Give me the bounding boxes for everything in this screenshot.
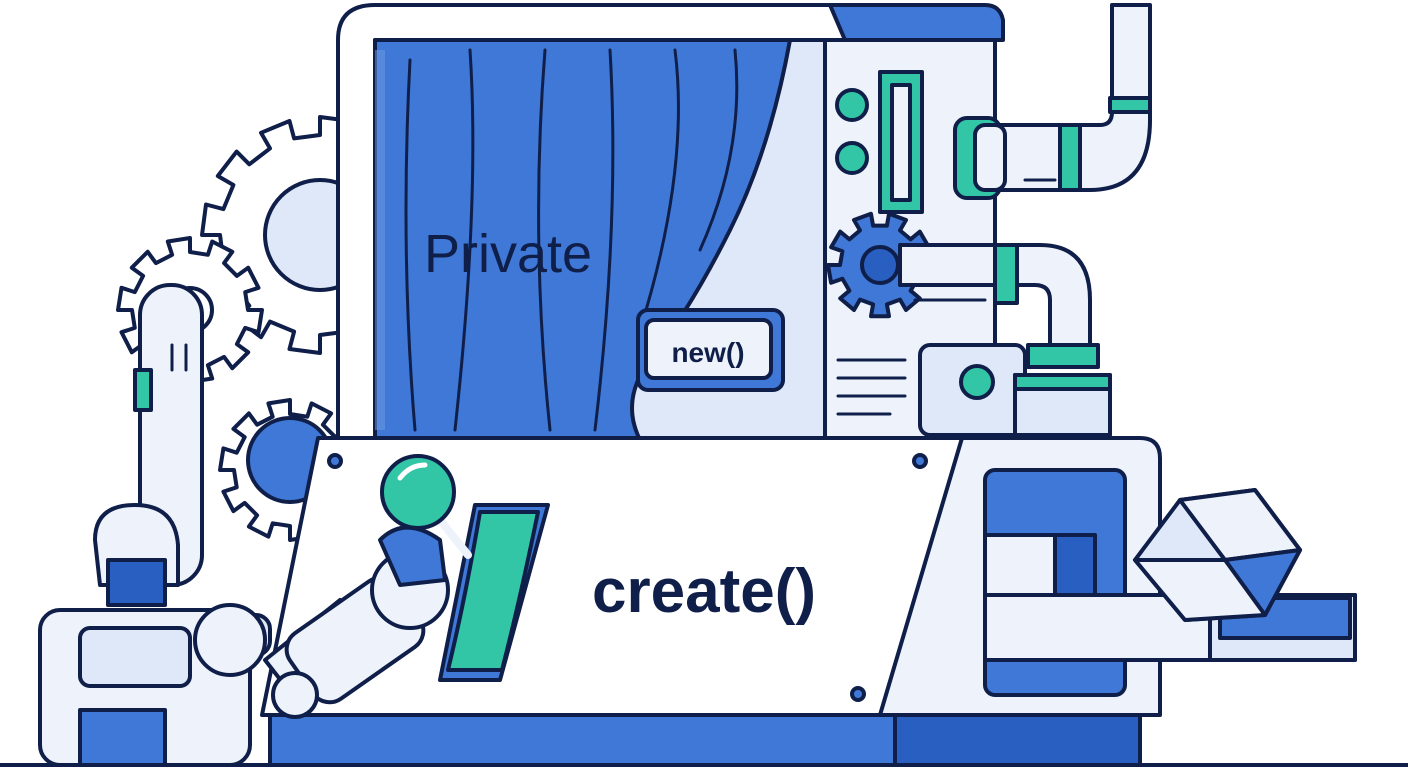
new-method-button[interactable] [644, 318, 773, 380]
gauge-icon [959, 364, 995, 400]
lever-icon[interactable] [380, 454, 550, 682]
output-unit [878, 436, 1357, 717]
dial-icon[interactable] [835, 88, 869, 122]
new-method-label: new() [671, 337, 744, 368]
create-method-label: create() [592, 557, 816, 626]
robot-hand-icon [193, 525, 450, 719]
curtain-label: Private [424, 224, 592, 284]
pipe-icon [898, 3, 1152, 437]
cabinet: Private new() [336, 3, 1005, 442]
cube-icon [1133, 488, 1302, 622]
dial-icon[interactable] [835, 141, 869, 175]
curtain [373, 38, 792, 442]
small-gear-icon [826, 211, 934, 319]
